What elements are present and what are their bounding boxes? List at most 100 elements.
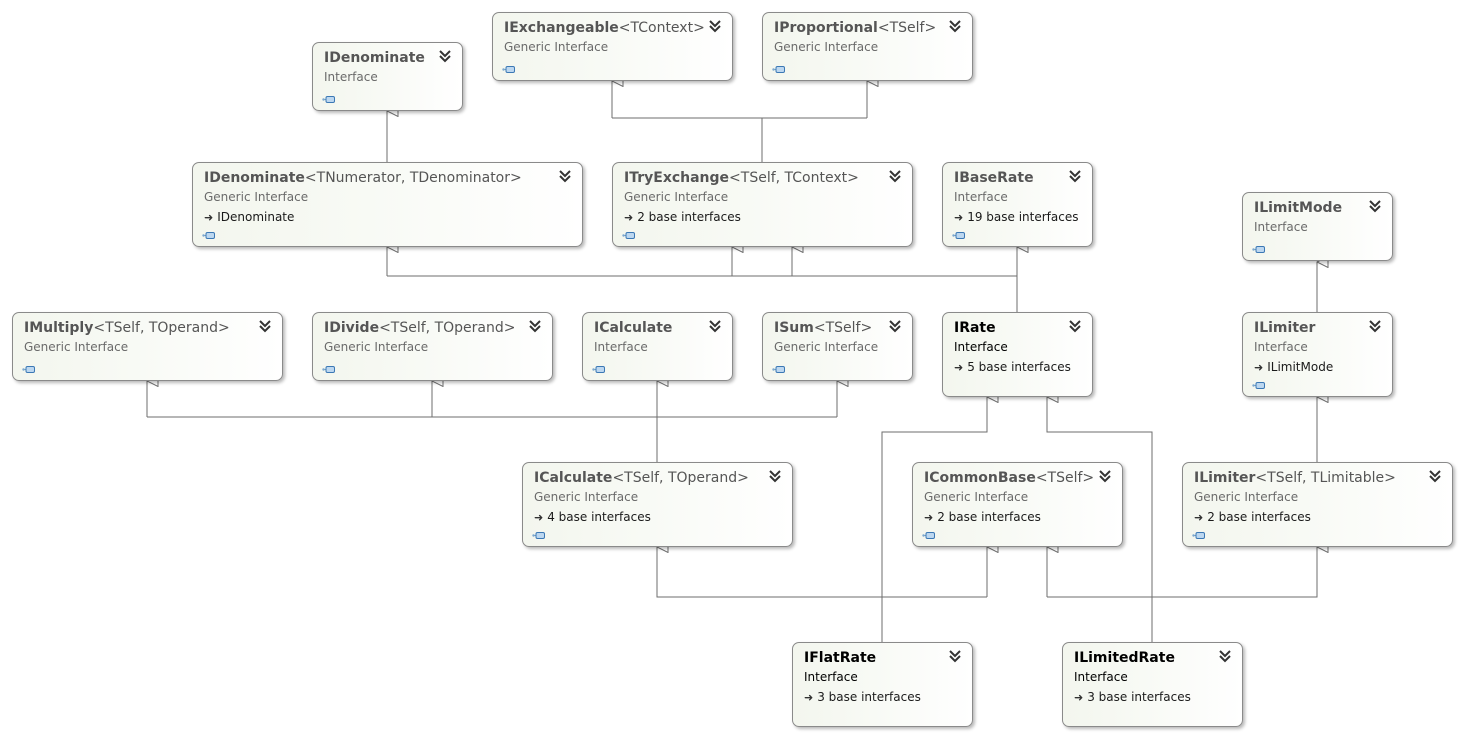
node-title: IDenominate (324, 50, 425, 66)
chevron-double-down-icon[interactable] (948, 648, 962, 664)
node-imultiply[interactable]: IMultiply<TSelf, TOperand> Generic Inter… (12, 312, 283, 381)
arrow-right-icon: ➜ (924, 511, 934, 524)
node-kind: Generic Interface (624, 190, 729, 204)
node-kind: Generic Interface (204, 190, 309, 204)
node-kind: Generic Interface (924, 490, 1029, 504)
node-title: IRate (954, 320, 996, 336)
node-kind: Generic Interface (504, 40, 609, 54)
interface-icon (592, 366, 605, 373)
node-itryexchange[interactable]: ITryExchange<TSelf, TContext> Generic In… (612, 162, 913, 247)
node-iflatrate[interactable]: IFlatRate Interface ➜3 base interfaces (792, 642, 973, 727)
chevron-double-down-icon[interactable] (1368, 318, 1382, 334)
arrow-right-icon: ➜ (954, 361, 964, 374)
interface-icon (772, 66, 785, 73)
node-title: IProportional<TSelf> (774, 20, 937, 36)
chevron-double-down-icon[interactable] (1098, 468, 1112, 484)
chevron-double-down-icon[interactable] (1218, 648, 1232, 664)
node-iexchangeable[interactable]: IExchangeable<TContext> Generic Interfac… (492, 12, 733, 81)
interface-icon (202, 232, 215, 239)
node-base-list: ➜3 base interfaces (804, 690, 921, 704)
node-title: ITryExchange<TSelf, TContext> (624, 170, 859, 186)
interface-icon (1252, 382, 1265, 389)
interface-icon (22, 366, 35, 373)
interface-icon (322, 96, 335, 103)
chevron-double-down-icon[interactable] (1368, 198, 1382, 214)
node-ilimitmode[interactable]: ILimitMode Interface (1242, 192, 1393, 261)
edge-itryexchange-bus (612, 117, 867, 162)
edge-ilimitedrate-irate (1046, 397, 1153, 642)
interface-icon (532, 532, 545, 539)
chevron-double-down-icon[interactable] (528, 318, 542, 334)
node-ilimitedrate[interactable]: ILimitedRate Interface ➜3 base interface… (1062, 642, 1243, 727)
edge-iflatrate-icalculate2 (656, 547, 987, 598)
arrow-right-icon: ➜ (1254, 361, 1264, 374)
node-title: ILimitMode (1254, 200, 1343, 216)
node-base-list: ➜5 base interfaces (954, 360, 1071, 374)
node-title: ILimiter<TSelf, TLimitable> (1194, 470, 1396, 486)
interface-icon (502, 66, 515, 73)
node-ilimiter[interactable]: ILimiter Interface ➜ILimitMode (1242, 312, 1393, 397)
interface-icon (322, 366, 335, 373)
node-icalculate[interactable]: ICalculate Interface (582, 312, 733, 381)
node-idivide[interactable]: IDivide<TSelf, TOperand> Generic Interfa… (312, 312, 553, 381)
node-kind: Interface (594, 340, 648, 354)
chevron-double-down-icon[interactable] (768, 468, 782, 484)
node-title: ILimitedRate (1074, 650, 1175, 666)
interface-icon (772, 366, 785, 373)
node-icalculate-generic[interactable]: ICalculate<TSelf, TOperand> Generic Inte… (522, 462, 793, 547)
node-idenominate-generic[interactable]: IDenominate<TNumerator, TDenominator> Ge… (192, 162, 583, 247)
edge-iflatrate-irate (881, 397, 987, 642)
node-base-list: ➜ILimitMode (1254, 360, 1334, 374)
interface-icon (1192, 532, 1205, 539)
node-title: ICalculate<TSelf, TOperand> (534, 470, 749, 486)
node-kind: Interface (1074, 670, 1128, 684)
node-kind: Generic Interface (774, 340, 879, 354)
chevron-double-down-icon[interactable] (888, 318, 902, 334)
node-ilimiter-generic[interactable]: ILimiter<TSelf, TLimitable> Generic Inte… (1182, 462, 1453, 547)
node-icommonbase[interactable]: ICommonBase<TSelf> Generic Interface ➜2 … (912, 462, 1123, 547)
node-base-list: ➜4 base interfaces (534, 510, 651, 524)
node-kind: Interface (324, 70, 378, 84)
node-idenominate[interactable]: IDenominate Interface (312, 42, 463, 111)
node-kind: Generic Interface (774, 40, 879, 54)
node-base-list: ➜2 base interfaces (624, 210, 741, 224)
node-iproportional[interactable]: IProportional<TSelf> Generic Interface (762, 12, 973, 81)
edge-irate-bus (387, 275, 1018, 312)
node-title: ICommonBase<TSelf> (924, 470, 1095, 486)
chevron-double-down-icon[interactable] (948, 18, 962, 34)
node-kind: Interface (954, 340, 1008, 354)
node-title: ICalculate (594, 320, 673, 336)
node-kind: Interface (804, 670, 858, 684)
arrow-right-icon: ➜ (804, 691, 814, 704)
node-title: ILimiter (1254, 320, 1316, 336)
chevron-double-down-icon[interactable] (258, 318, 272, 334)
node-ibaserate[interactable]: IBaseRate Interface ➜19 base interfaces (942, 162, 1093, 247)
chevron-double-down-icon[interactable] (708, 18, 722, 34)
chevron-double-down-icon[interactable] (1428, 468, 1442, 484)
interface-icon (952, 232, 965, 239)
chevron-double-down-icon[interactable] (888, 168, 902, 184)
edge-ilimitedrate-ilimiter2 (1047, 547, 1317, 598)
node-isum[interactable]: ISum<TSelf> Generic Interface (762, 312, 913, 381)
node-irate[interactable]: IRate Interface ➜5 base interfaces (942, 312, 1093, 397)
node-base-list: ➜2 base interfaces (1194, 510, 1311, 524)
arrow-right-icon: ➜ (1074, 691, 1084, 704)
node-title: ISum<TSelf> (774, 320, 873, 336)
node-title: IMultiply<TSelf, TOperand> (24, 320, 230, 336)
node-base-list: ➜19 base interfaces (954, 210, 1079, 224)
node-kind: Interface (1254, 340, 1308, 354)
chevron-double-down-icon[interactable] (708, 318, 722, 334)
chevron-double-down-icon[interactable] (438, 48, 452, 64)
node-base-list: ➜2 base interfaces (924, 510, 1041, 524)
chevron-double-down-icon[interactable] (558, 168, 572, 184)
interface-icon (1252, 246, 1265, 253)
chevron-double-down-icon[interactable] (1068, 318, 1082, 334)
arrow-right-icon: ➜ (954, 211, 964, 224)
node-kind: Generic Interface (24, 340, 129, 354)
node-kind: Generic Interface (534, 490, 639, 504)
edge-icalculate2-bus (147, 416, 837, 462)
arrow-right-icon: ➜ (204, 211, 214, 224)
chevron-double-down-icon[interactable] (1068, 168, 1082, 184)
node-title: IExchangeable<TContext> (504, 20, 705, 36)
